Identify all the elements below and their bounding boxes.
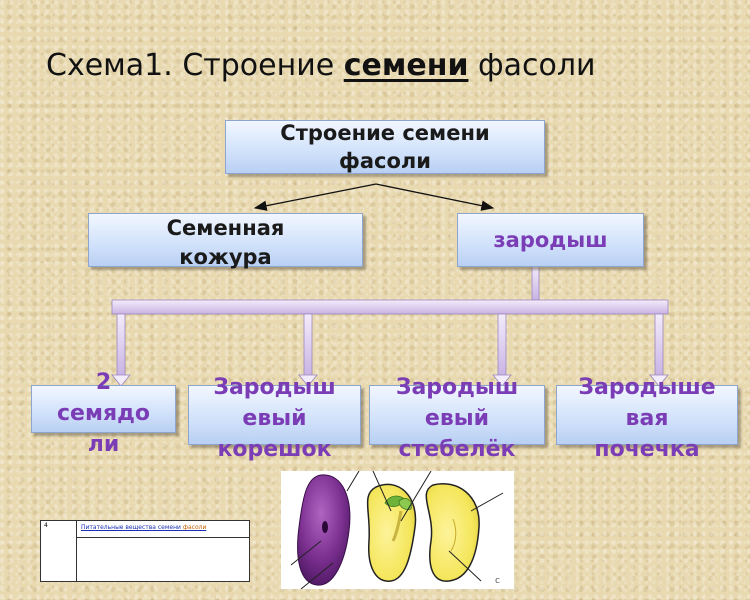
bud-box <box>556 385 738 445</box>
row-number: 4 <box>44 522 48 529</box>
bean-seed-open-icon <box>366 483 480 582</box>
drop-arrow-cotyledons <box>111 313 131 387</box>
cotyledons-label: 2 семядо ли <box>57 370 150 457</box>
seed-coat-label: Семенная кожура <box>166 216 285 269</box>
bean-seed-whole-icon <box>297 474 351 586</box>
drop-arrow-stem <box>492 313 512 387</box>
root-to-coat-arrow <box>253 183 377 211</box>
title-prefix: Схема1. Строение <box>46 48 344 83</box>
root-label: Строение семени фасоли <box>280 121 490 173</box>
doc-link[interactable]: Питательные вещества семени фасоли <box>81 524 206 531</box>
title-suffix: фасоли <box>468 48 596 83</box>
stem-label: Зародыш евый стебелёк <box>395 375 519 462</box>
document-thumbnail: 4 Питательные вещества семени фасоли <box>40 520 250 582</box>
title-emphasis: семени <box>343 48 469 83</box>
radicle-box <box>188 385 361 445</box>
doc-link-highlight: фасоли <box>182 524 207 531</box>
stem-box <box>369 385 545 445</box>
cotyledons-box <box>31 385 176 433</box>
bean-seed-photo: c <box>281 471 514 589</box>
embryo-stem <box>531 265 540 301</box>
page-title: Схема1. Строение семени фасоли <box>46 48 596 83</box>
root-box: Строение семени фасоли <box>225 120 545 174</box>
bud-label: Зародыше вая почечка <box>578 375 716 462</box>
radicle-label: Зародыш евый корешок <box>213 375 336 462</box>
root-to-embryo-arrow <box>375 183 495 211</box>
distribution-bar <box>111 299 669 315</box>
embryo-leaf-icon <box>384 495 412 542</box>
drop-arrow-root <box>298 313 318 387</box>
leader-lines <box>290 471 504 589</box>
embryo-label: зародыш <box>493 227 608 252</box>
drop-arrow-bud <box>649 313 669 387</box>
seed-coat-box: Семенная кожура <box>88 213 363 269</box>
doc-link-text: Питательные вещества семени <box>81 524 181 531</box>
svg-text:c: c <box>495 576 500 586</box>
embryo-box: зародыш <box>457 213 644 267</box>
